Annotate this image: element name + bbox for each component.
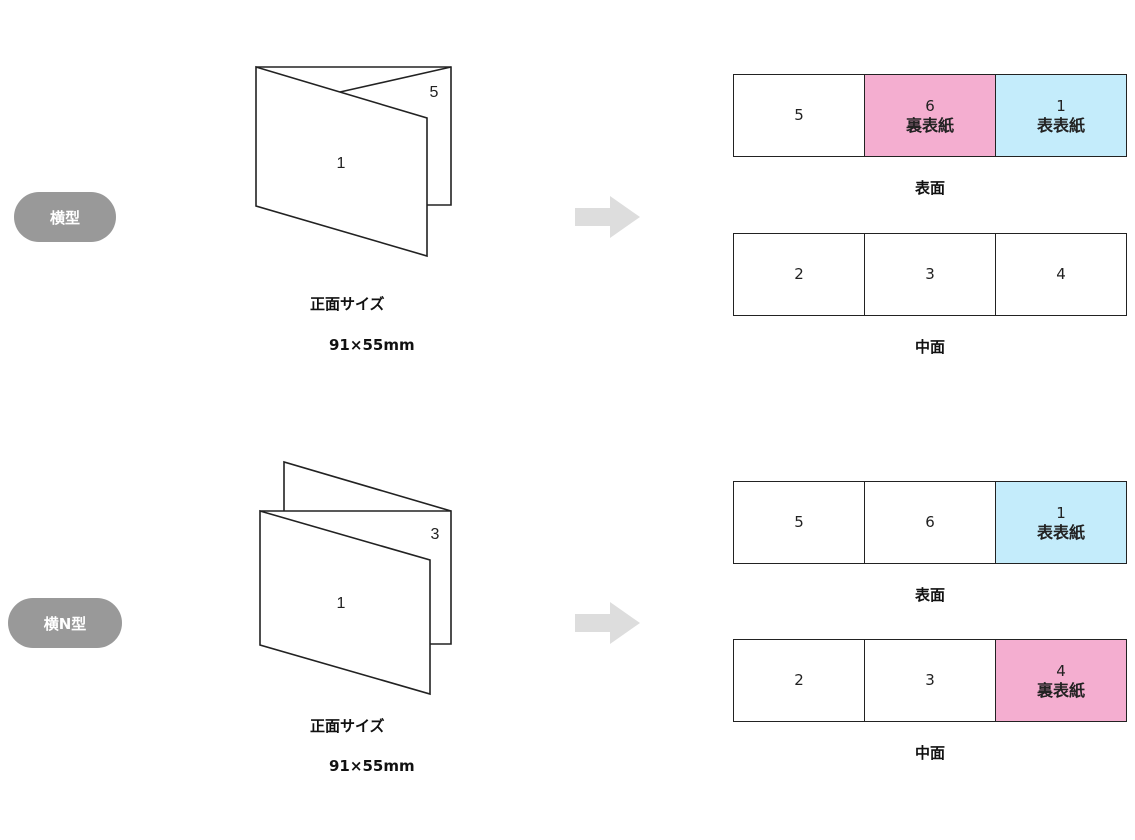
front-page-number: 1 (337, 595, 346, 612)
type-badge-horizontal: 横型 (14, 192, 116, 242)
page-cell: 6 (865, 482, 996, 563)
type-badge-horizontal-n: 横N型 (8, 598, 122, 648)
page-number: 2 (794, 265, 804, 283)
front-panel (259, 509, 431, 696)
size-label: 正面サイズ (310, 717, 385, 735)
front-panel (255, 65, 428, 258)
page-cell: 4 (996, 234, 1126, 315)
front-page-number: 1 (337, 155, 346, 172)
side-caption: 表面 (914, 179, 945, 197)
page-number: 5 (794, 106, 804, 124)
side-caption: 表面 (914, 586, 945, 604)
arrow-right-icon (575, 602, 640, 644)
page-role: 表表紙 (1036, 115, 1085, 135)
side-caption: 中面 (914, 744, 945, 762)
page-cell: 3 (865, 640, 996, 721)
folded-card-horizontal (255, 65, 452, 258)
page-number: 4 (1056, 661, 1066, 680)
page-number: 5 (794, 513, 804, 531)
back-page-number: 5 (430, 84, 439, 101)
page-number: 2 (794, 671, 804, 689)
page-number: 3 (925, 671, 935, 689)
size-value: 91×55mm (329, 757, 415, 775)
page-role: 裏表紙 (1036, 680, 1085, 700)
page-number: 6 (925, 513, 935, 531)
size-value: 91×55mm (329, 336, 415, 354)
page-number: 1 (1056, 96, 1066, 115)
folded-card-horizontal-n (259, 460, 452, 696)
page-layout-row: 2 3 4 (733, 233, 1127, 316)
arrow-right-icon (575, 196, 640, 238)
back-page-number: 3 (431, 526, 440, 543)
size-label: 正面サイズ (310, 295, 385, 313)
page-number: 1 (1056, 503, 1066, 522)
page-cell: 5 (734, 75, 865, 156)
page-cell: 5 (734, 482, 865, 563)
page-role: 裏表紙 (905, 115, 954, 135)
page-cell: 3 (865, 234, 996, 315)
page-cell: 2 (734, 640, 865, 721)
page-role: 表表紙 (1036, 522, 1085, 542)
side-caption: 中面 (914, 338, 945, 356)
page-number: 4 (1056, 265, 1066, 283)
page-number: 3 (925, 265, 935, 283)
page-number: 6 (925, 96, 935, 115)
page-cell: 2 (734, 234, 865, 315)
